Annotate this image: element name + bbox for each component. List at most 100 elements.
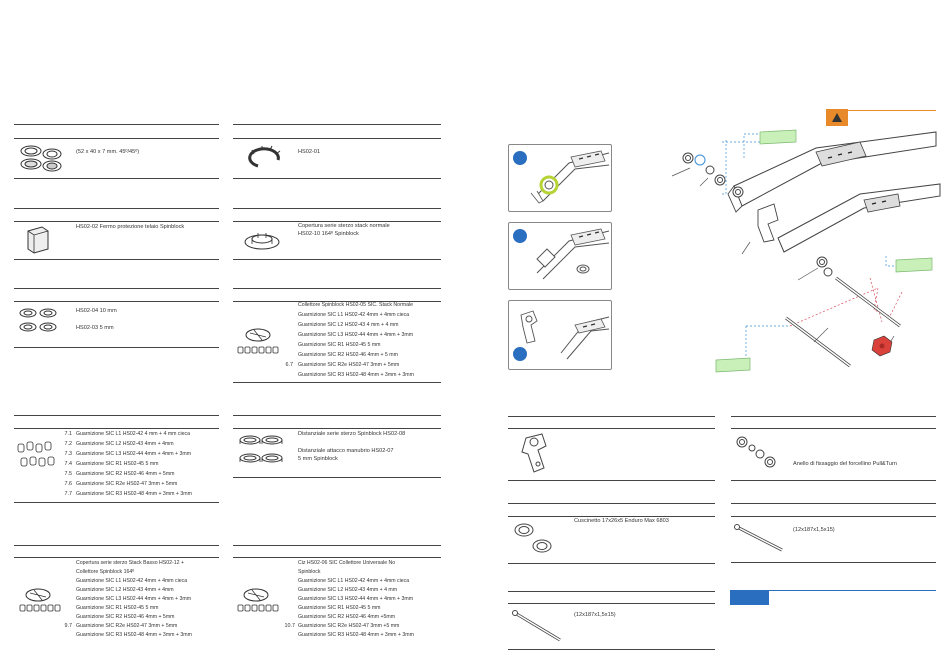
section-rule (508, 416, 715, 417)
axle-spec: (12x187x1,5x15) (793, 527, 835, 533)
list-item: Guarnizione SIC R2e HS02-47 3mm + 5mm (76, 481, 178, 487)
headset-spacers-illustration (239, 435, 283, 463)
low-stack-cover-illustration (19, 588, 61, 612)
section-rule (731, 516, 936, 517)
list-item-number: 6.7 (285, 362, 294, 368)
section-rule (233, 124, 441, 125)
list-item: Guarnizione SIC R2e HS02-47 3mm + 5mm (298, 362, 400, 368)
list-item: Guarnizione SIC L2 HS02-43 4mm + 4 mm (298, 587, 398, 593)
list-item-number: 10.7 (284, 623, 296, 629)
axle-spec: (12x187x1,5x15) (574, 612, 616, 618)
section-rule (508, 603, 715, 604)
list-item: Guarnizione SIC L3 HS02-44 4mm + 4mm + 3… (76, 596, 192, 602)
list-item: Spinblock (298, 569, 321, 575)
list-item: Guarnizione SIC L2 HS02-43 4 mm + 4 mm (298, 322, 399, 328)
part-label: HS02-04 10 mm (76, 308, 117, 314)
step-panel-2 (508, 222, 612, 290)
list-item-number: 7.4 (64, 461, 73, 467)
list-item: Guarnizione SIC L1 HS02-42 4mm + 4mm cie… (76, 578, 188, 584)
part-label: HS02-02 Fermo protezione telaio Spinbloc… (76, 224, 185, 230)
list-item: Guarnizione SIC L1 HS02-42 4mm + 4mm cie… (298, 578, 410, 584)
step-badge-2 (513, 229, 527, 243)
part-code: HS02-01 (298, 149, 321, 155)
note-rule (769, 590, 936, 591)
headset-bearings-illustration (20, 145, 62, 172)
warning-triangle-icon (832, 113, 842, 122)
section-rule (14, 138, 219, 139)
section-rule (14, 178, 219, 179)
list-item: Guarnizione SIC R1 HS02-45 5 mm (298, 342, 381, 348)
section-rule (14, 301, 219, 302)
section-rule (508, 563, 715, 564)
list-item-number: 7.7 (64, 491, 73, 497)
collector-kit-illustration (237, 328, 279, 354)
section-rule (233, 477, 441, 478)
section-rule (14, 502, 219, 503)
cartridge-bearings-illustration (514, 523, 552, 553)
section-rule (14, 221, 219, 222)
list-item-number: 7.5 (64, 471, 73, 477)
section-rule (14, 347, 219, 348)
list-item-number: 7.3 (64, 451, 73, 457)
frame-detail-illustration (536, 228, 610, 280)
list-item-number: 7.2 (64, 441, 73, 447)
list-item: Guarnizione SIC L1 HS02-42 4mm + 4mm cie… (298, 312, 410, 318)
section-rule (508, 649, 715, 650)
list-item: Guarnizione SIC L3 HS02-44 4mm + 4mm + 3… (76, 451, 192, 457)
fixing-ring-set-illustration (736, 436, 776, 468)
list-item-number: 7.1 (64, 431, 73, 437)
warning-rule (848, 110, 936, 111)
section-rule (14, 557, 219, 558)
list-item: Collettore Spinblock HS02-05 SIC. Stack … (298, 302, 414, 308)
frame-detail-illustration (530, 150, 610, 204)
section-rule (14, 208, 219, 209)
section-rule (233, 208, 441, 209)
list-item: Collettore Spinblock 164º (76, 569, 135, 575)
section-rule (233, 301, 441, 302)
headset-cover-illustration (244, 233, 280, 250)
thru-axle-illustration (734, 524, 783, 552)
note-tab (730, 590, 769, 605)
list-item: Guarnizione SIC R2 HS02-46 4mm + 5 mm (298, 352, 398, 358)
step-panel-3 (508, 300, 612, 370)
section-rule (731, 562, 936, 563)
list-item-number: 9.7 (64, 623, 73, 629)
part-label: Copertura serie sterzo stack normale (298, 223, 390, 229)
section-rule (508, 428, 715, 429)
list-item: Guarnizione SIC R1 HS02-45 5 mm (76, 461, 159, 467)
part-label: Distanziale attacco manubrio HS02-07 (298, 448, 394, 454)
part-label: Distanziale serie sterzo Spinblock HS02-… (298, 431, 406, 437)
list-item: Guarnizione SIC R1 HS02-45 5 mm (76, 605, 159, 611)
section-rule (233, 221, 441, 222)
step-panel-1 (508, 144, 612, 212)
section-rule (233, 288, 441, 289)
section-rule (731, 503, 936, 504)
list-item: Guarnizione SIC R2 HS02-46 4mm +5mm (298, 614, 396, 620)
list-item: Guarnizione SIC R1 HS02-45 5 mm (298, 605, 381, 611)
frame-detail-illustration (520, 310, 610, 360)
list-item: Guarnizione SIC R2e HS02-47 3mm + 5mm (76, 623, 178, 629)
spacer-rings-illustration (19, 308, 57, 332)
section-rule (14, 415, 219, 416)
section-rule (731, 416, 936, 417)
list-item: Guarnizione SIC L2 HS02-43 4mm + 4mm (76, 587, 174, 593)
section-rule (233, 557, 441, 558)
list-item: Guarnizione SIC R2e HS02-47 3mm +5 mm (298, 623, 400, 629)
list-item: Guarnizione SIC L2 HS02-43 4mm + 4mm (76, 441, 174, 447)
split-ring-illustration (248, 145, 281, 168)
section-rule (233, 259, 441, 260)
list-item: Guarnizione SIC L1 HS02-42 4 mm + 4 mm c… (76, 431, 191, 437)
part-label: HS02-03 5 mm (76, 325, 114, 331)
universal-collector-illustration (237, 588, 279, 612)
section-rule (14, 124, 219, 125)
section-rule (233, 415, 441, 416)
section-rule (233, 382, 441, 383)
warning-badge (826, 109, 848, 126)
list-item: Guarnizione SIC R3 HS02-48 4mm + 3mm + 3… (76, 491, 192, 497)
section-rule (731, 428, 936, 429)
part-label: HS02-10 164º Spinblock (298, 231, 359, 237)
list-item: Guarnizione SIC R2 HS02-46 4mm + 5mm (76, 614, 175, 620)
list-item-number: 7.6 (64, 481, 73, 487)
section-rule (233, 138, 441, 139)
bearing-label: Cuscinetto 17x26x5 Enduro Max 6803 (574, 518, 669, 524)
